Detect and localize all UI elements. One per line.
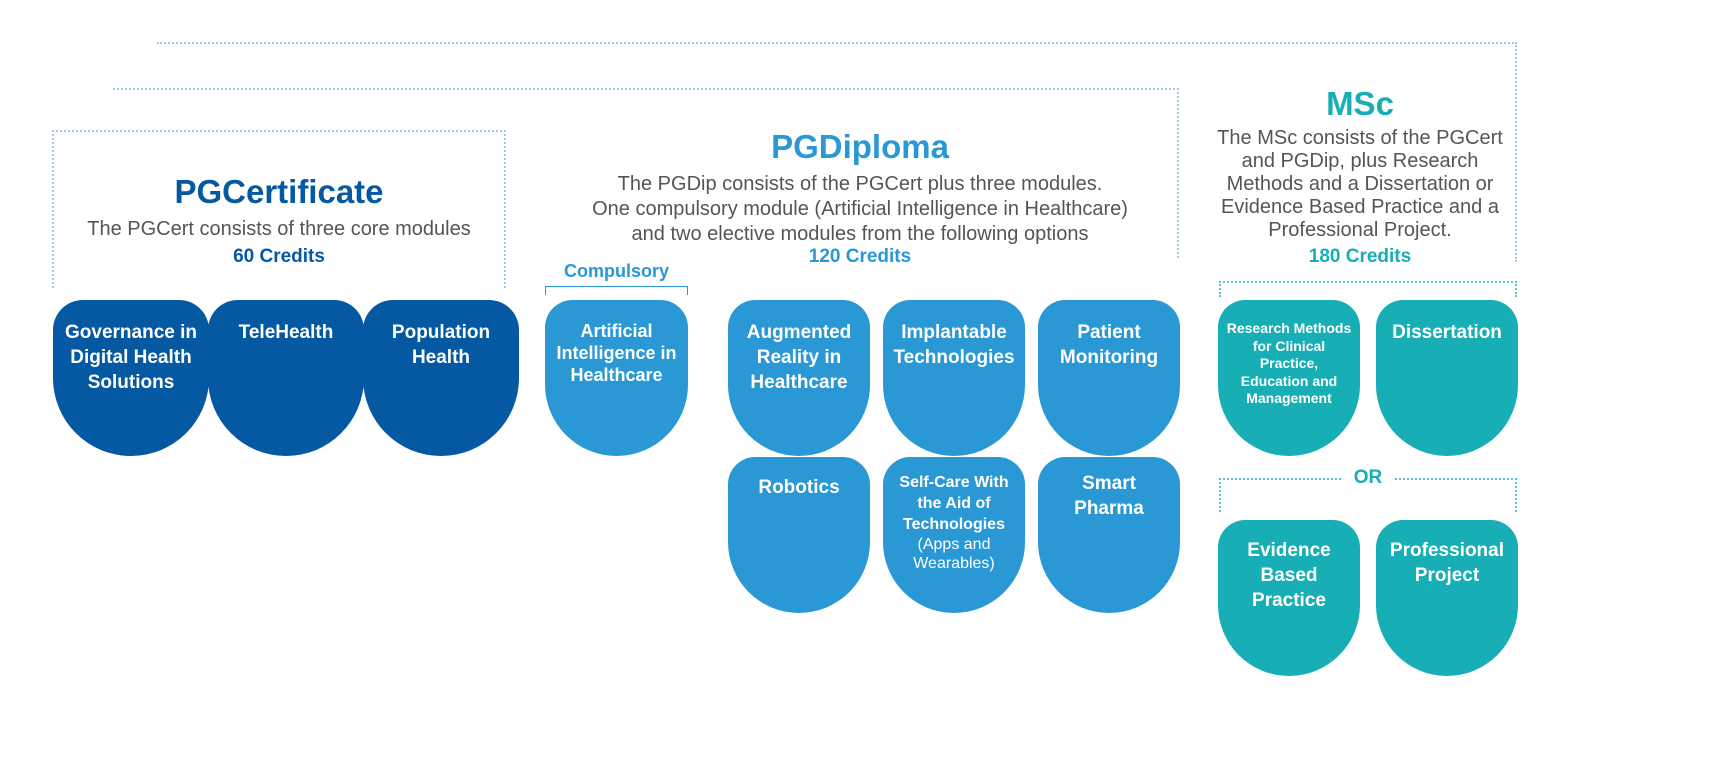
module-artificial-intelligence[interactable]: Artificial Intelligence in Healthcare <box>545 300 688 456</box>
module-governance[interactable]: Governance in Digital Health Solutions <box>53 300 209 456</box>
pgdip-right-connector <box>1177 88 1179 258</box>
module-evidence-based-practice[interactable]: Evidence Based Practice <box>1218 520 1360 676</box>
msc-option-a-bracket-top <box>1219 281 1517 283</box>
compulsory-bracket <box>545 286 688 295</box>
module-self-care[interactable]: Self-Care With the Aid of Technologies (… <box>883 457 1025 613</box>
module-implantable-technologies[interactable]: Implantable Technologies <box>883 300 1025 456</box>
msc-option-b-bracket-left <box>1219 478 1221 512</box>
msc-right-connector <box>1515 42 1517 262</box>
msc-description: The MSc consists of the PGCert and PGDip… <box>1217 127 1503 241</box>
pgcert-title: PGCertificate <box>174 173 384 210</box>
module-patient-monitoring[interactable]: Patient Monitoring <box>1038 300 1180 456</box>
module-augmented-reality[interactable]: Augmented Reality in Healthcare <box>728 300 870 456</box>
pgdip-description: The PGDip consists of the PGCert plus th… <box>592 173 1128 245</box>
module-dissertation[interactable]: Dissertation <box>1376 300 1518 456</box>
pgcert-credits: 60 Credits <box>233 246 325 267</box>
msc-credits: 180 Credits <box>1308 246 1412 267</box>
pgcert-box-right <box>504 130 506 288</box>
module-self-care-label: Self-Care With the Aid of Technologies <box>899 474 1009 533</box>
module-research-methods[interactable]: Research Methods for Clinical Practice, … <box>1218 300 1360 456</box>
module-smart-pharma[interactable]: Smart Pharma <box>1038 457 1180 613</box>
pgdip-top-connector <box>113 88 1179 90</box>
msc-option-a-bracket-left <box>1219 281 1221 297</box>
module-robotics[interactable]: Robotics <box>728 457 870 613</box>
msc-option-b-bracket-right <box>1515 478 1517 512</box>
or-label: OR <box>1353 467 1383 488</box>
pgcert-box-left <box>52 130 54 288</box>
msc-option-a-bracket-right <box>1515 281 1517 297</box>
module-telehealth[interactable]: TeleHealth <box>208 300 364 456</box>
module-professional-project[interactable]: Professional Project <box>1376 520 1518 676</box>
module-self-care-note: (Apps and Wearables) <box>913 536 995 572</box>
pgcert-box-top <box>52 130 506 132</box>
module-population-health[interactable]: Population Health <box>363 300 519 456</box>
or-line-left <box>1219 478 1341 480</box>
msc-title: MSc <box>1326 85 1394 122</box>
pgcert-description: The PGCert consists of three core module… <box>87 218 471 240</box>
pgdip-title: PGDiploma <box>771 128 949 165</box>
compulsory-label: Compulsory <box>563 261 669 281</box>
msc-top-connector <box>157 42 1517 44</box>
pgdip-credits: 120 Credits <box>808 246 912 267</box>
or-line-right <box>1395 478 1517 480</box>
